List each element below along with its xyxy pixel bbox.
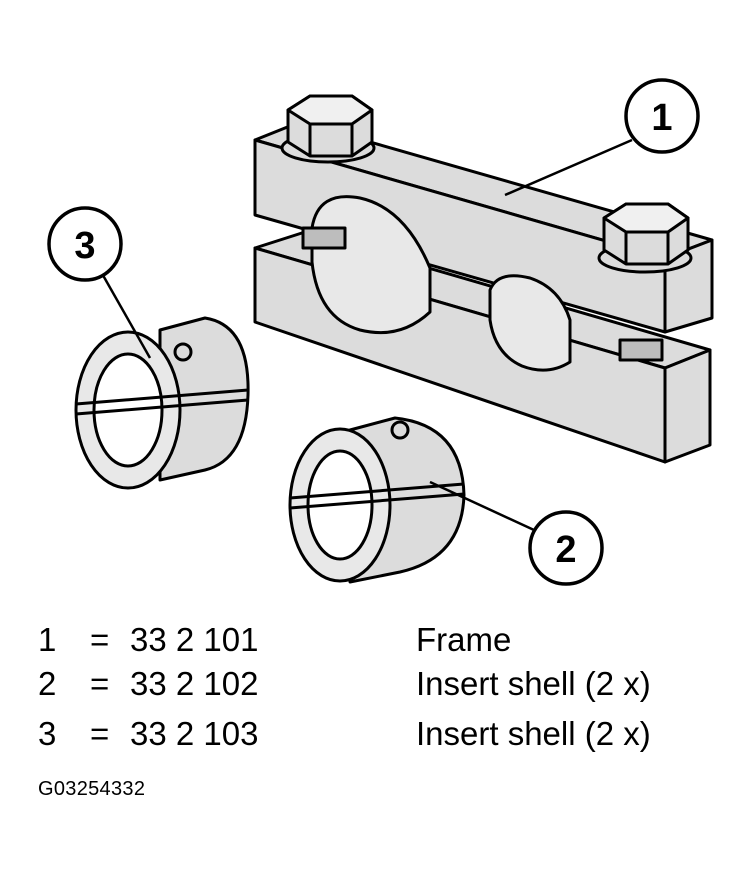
legend-number: 1 xyxy=(38,621,57,658)
insert-shell-3 xyxy=(74,316,250,490)
legend-part-number: 33 2 103 xyxy=(130,715,259,752)
legend-row-1: 1 = 33 2 101 Frame xyxy=(38,618,738,662)
frame-left-stud xyxy=(301,226,347,250)
leader-line-2 xyxy=(429,480,535,532)
svg-text:2: 2 xyxy=(555,529,576,571)
legend-description: Insert shell (2 x) xyxy=(416,665,651,702)
frame-right-stud xyxy=(618,338,664,362)
frame-left-bolt xyxy=(280,94,376,164)
insert-shell-2 xyxy=(288,416,466,584)
legend-number: 3 xyxy=(38,715,57,752)
callout-1: 1 xyxy=(624,78,700,154)
legend-equals: = xyxy=(90,715,110,752)
callout-2: 2 xyxy=(528,510,604,586)
tool-illustration: 1 2 3 xyxy=(47,78,714,586)
frame-small-bore xyxy=(488,274,572,372)
leader-line-3 xyxy=(98,269,152,359)
legend-row-2: 2 = 33 2 102 Insert shell (2 x) xyxy=(38,662,738,706)
legend-part-number: 33 2 102 xyxy=(130,665,259,702)
frame-assembly xyxy=(253,94,714,464)
legend-equals: = xyxy=(90,621,110,658)
legend-description: Insert shell (2 x) xyxy=(416,715,651,752)
svg-text:1: 1 xyxy=(651,97,672,139)
legend-equals: = xyxy=(90,665,110,702)
figure-code: G03254332 xyxy=(38,778,146,800)
legend-description: Frame xyxy=(416,621,512,658)
leader-line-1 xyxy=(504,138,633,197)
legend-number: 2 xyxy=(38,665,57,702)
legend-row-3: 3 = 33 2 103 Insert shell (2 x) xyxy=(38,712,738,756)
frame-lower-block-side xyxy=(663,348,712,464)
svg-text:3: 3 xyxy=(74,225,95,267)
legend-part-number: 33 2 101 xyxy=(130,621,259,658)
frame-right-bolt xyxy=(597,202,693,274)
callout-3: 3 xyxy=(47,206,123,282)
